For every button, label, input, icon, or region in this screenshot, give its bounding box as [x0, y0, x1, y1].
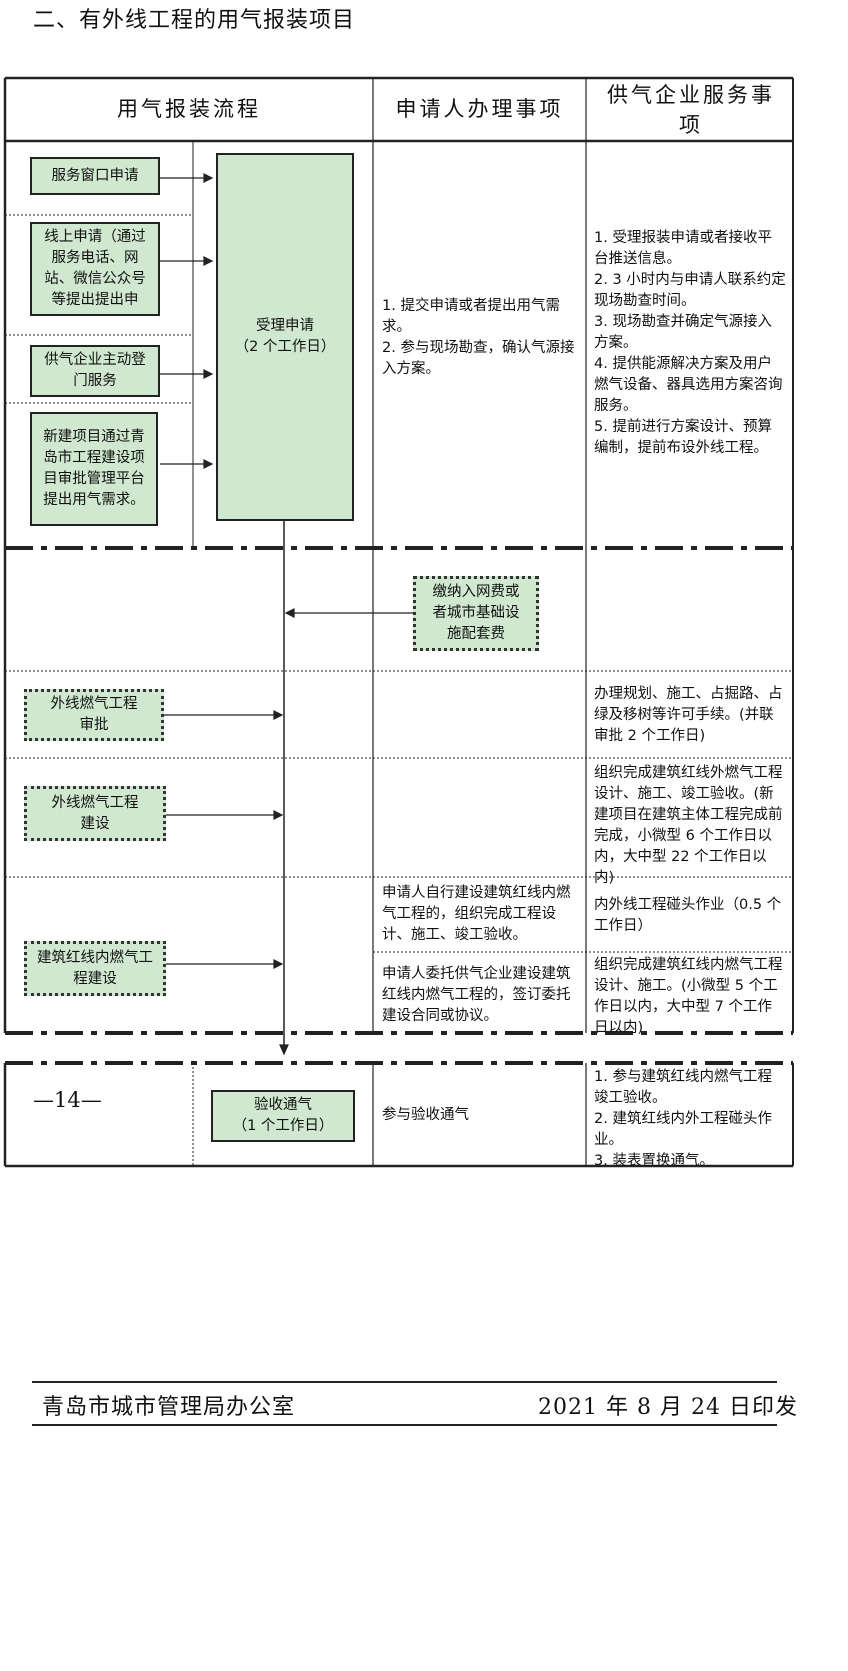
applicant-step-1: 1. 提交申请或者提出用气需求。 2. 参与现场勘查，确认气源接入方案。: [382, 298, 575, 377]
supplier-step-inner-build: 组织完成建筑红线内燃气工程设计、施工。(小微型 5 个工作日以内，大中型 7 个…: [594, 957, 783, 1036]
inspect-gas-label: 验收通气 （1 个工作日）: [232, 1097, 334, 1134]
footer-top-rule: [32, 1381, 777, 1383]
footer-bottom-rule: [32, 1424, 777, 1426]
accept-application-label: 受理申请 （2 个工作日）: [234, 318, 336, 355]
inner-build-label: 建筑红线内燃气工程建设: [37, 949, 153, 987]
footer-date: 2021 年 8 月 24 日印发: [538, 1395, 798, 1420]
supplier-step-connect: 内外线工程碰头作业（0.5 个工作日）: [594, 897, 782, 934]
supplier-step-1: 1. 受理报装申请或者接收平台推送信息。 2. 3 小时内与申请人联系约定现场勘…: [594, 230, 786, 456]
outer-build-label: 外线燃气工程建设: [51, 794, 139, 832]
window-apply-label: 服务窗口申请: [51, 167, 139, 184]
new-project-box: 新建项目通过青岛市工程建设项目审批管理平台提出用气需求。: [30, 412, 158, 526]
fee-label: 缴纳入网费或者城市基础设施配套费: [432, 584, 520, 642]
applicant-step-self-build: 申请人自行建设建筑红线内燃气工程的，组织完成工程设计、施工、竣工验收。: [382, 885, 571, 943]
supplier-step-approve: 办理规划、施工、占掘路、占绿及移树等许可手续。(并联审批 2 个工作日): [594, 686, 783, 744]
fee-box: 缴纳入网费或者城市基础设施配套费: [413, 576, 539, 651]
outer-build-box: 外线燃气工程建设: [24, 786, 166, 841]
page-number: —14—: [33, 1088, 102, 1112]
outer-approve-label: 外线燃气工程审批: [50, 696, 138, 733]
new-project-label: 新建项目通过青岛市工程建设项目审批管理平台提出用气需求。: [43, 429, 145, 508]
door-service-label: 供气企业主动登门服务: [44, 352, 146, 389]
footer-office: 青岛市城市管理局办公室: [42, 1395, 296, 1420]
page-title: 二、有外线工程的用气报装项目: [33, 8, 356, 33]
inspect-gas-box: 验收通气 （1 个工作日）: [211, 1090, 355, 1142]
supplier-step-inspect: 1. 参与建筑红线内燃气工程竣工验收。 2. 建筑红线内外工程碰头作业。 3. …: [594, 1069, 772, 1169]
applicant-step-entrust: 申请人委托供气企业建设建筑红线内燃气工程的，签订委托建设合同或协议。: [382, 966, 571, 1024]
header-supplier: 供气企业服务事项: [607, 83, 775, 137]
header-applicant: 申请人办理事项: [395, 97, 564, 121]
online-apply-box: 线上申请（通过服务电话、网站、微信公众号等提出提出申: [30, 222, 160, 316]
outer-approve-box: 外线燃气工程审批: [24, 689, 164, 741]
applicant-step-inspect: 参与验收通气: [382, 1107, 469, 1123]
online-apply-label: 线上申请（通过服务电话、网站、微信公众号等提出提出申: [44, 229, 146, 308]
inner-build-box: 建筑红线内燃气工程建设: [24, 941, 166, 996]
door-service-box: 供气企业主动登门服务: [30, 345, 160, 397]
header-flow: 用气报装流程: [117, 97, 261, 121]
window-apply-box: 服务窗口申请: [30, 157, 160, 195]
accept-application-box: 受理申请 （2 个工作日）: [216, 153, 354, 521]
supplier-step-outer-build: 组织完成建筑红线外燃气工程设计、施工、竣工验收。(新建项目在建筑主体工程完成前完…: [594, 765, 783, 886]
